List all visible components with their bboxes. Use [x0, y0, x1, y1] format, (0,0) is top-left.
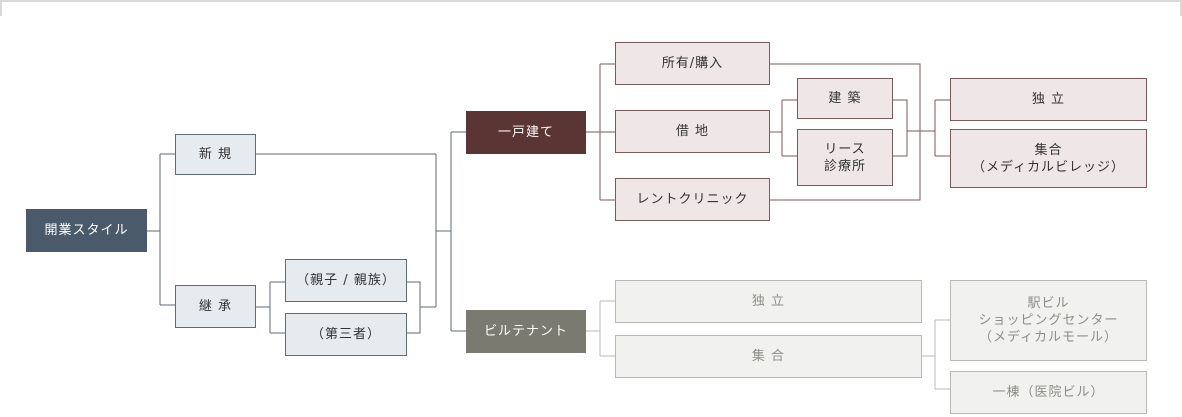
detached-independent-node: 独 立: [950, 78, 1147, 121]
tenant-complex-node: 集 合: [615, 335, 922, 378]
owned-node: 所有/購入: [615, 42, 770, 85]
detached-independent-label: 独 立: [1031, 92, 1066, 107]
station-building-node: 駅ビル ショッピングセンター （メディカルモール）: [950, 280, 1147, 361]
detached-node: 一戸建て: [466, 111, 586, 154]
construction-node: 建 築: [797, 78, 893, 119]
clinic-building-label: 一棟（医院ビル）: [992, 385, 1105, 400]
root-connectors: [147, 131, 466, 334]
leased-land-node: 借 地: [615, 110, 770, 153]
owned-label: 所有/購入: [661, 56, 724, 71]
root-label: 開業スタイル: [44, 223, 129, 238]
new-label: 新 規: [198, 147, 233, 162]
rent-clinic-label: レントクリニック: [636, 192, 749, 207]
tenant-complex-label: 集 合: [751, 349, 786, 364]
third-party-label: （第三者）: [310, 327, 381, 342]
rent-clinic-node: レントクリニック: [615, 178, 770, 221]
medical-village-node: 集合 （メディカルビレッジ）: [950, 129, 1147, 188]
root-node: 開業スタイル: [26, 209, 147, 252]
leased-land-label: 借 地: [675, 124, 710, 139]
family-node: （親子 / 親族）: [285, 259, 407, 302]
tenant-connectors: [586, 300, 950, 390]
third-party-node: （第三者）: [285, 313, 407, 356]
frame-top-border: [0, 0, 1182, 2]
tenant-label: ビルテナント: [483, 324, 568, 339]
tenant-node: ビルテナント: [466, 310, 586, 353]
detached-label: 一戸建て: [497, 125, 554, 140]
succession-label: 継 承: [198, 299, 233, 314]
detached-connectors: [586, 63, 950, 201]
frame-right-border: [1180, 0, 1182, 16]
lease-clinic-node: リース 診療所: [797, 129, 893, 186]
lease-clinic-label: リース 診療所: [823, 141, 866, 174]
family-label: （親子 / 親族）: [296, 273, 396, 288]
frame-left-border: [0, 0, 2, 16]
clinic-building-node: 一棟（医院ビル）: [950, 371, 1147, 414]
tenant-independent-node: 独 立: [615, 280, 922, 323]
tenant-independent-label: 独 立: [751, 294, 786, 309]
new-node: 新 規: [175, 134, 256, 175]
succession-node: 継 承: [175, 285, 256, 328]
station-building-label: 駅ビル ショッピングセンター （メディカルモール）: [978, 296, 1119, 345]
construction-label: 建 築: [828, 91, 862, 106]
medical-village-label: 集合 （メディカルビレッジ）: [971, 142, 1126, 175]
